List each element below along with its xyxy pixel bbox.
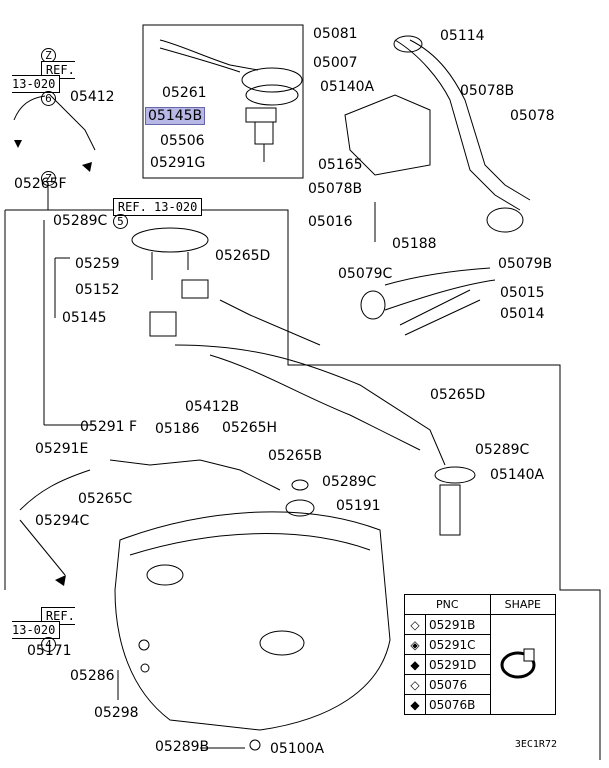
part-05191[interactable]: 05191	[336, 498, 381, 514]
part-05014[interactable]: 05014	[500, 306, 545, 322]
part-05289c-a[interactable]: 05289C	[53, 213, 108, 229]
part-05165[interactable]: 05165	[318, 157, 363, 173]
ref-bottom: REF. 13-020 4	[12, 607, 75, 652]
part-05259[interactable]: 05259	[75, 256, 120, 272]
legend-row: ◇05076	[404, 674, 556, 695]
part-05289c-c[interactable]: 05289C	[322, 474, 377, 490]
part-05114[interactable]: 05114	[440, 28, 485, 44]
part-05015[interactable]: 05015	[500, 285, 545, 301]
part-05506[interactable]: 05506	[160, 133, 205, 149]
legend-pnc[interactable]: 05076	[425, 674, 491, 695]
diamond-open-icon: ◇	[404, 614, 426, 635]
diamond-filled-icon: ◆	[404, 654, 426, 675]
part-05289b[interactable]: 05289B	[155, 739, 210, 755]
part-05298[interactable]: 05298	[94, 705, 139, 721]
part-05286[interactable]: 05286	[70, 668, 115, 684]
part-05261[interactable]: 05261	[162, 85, 207, 101]
part-05078[interactable]: 05078	[510, 108, 555, 124]
part-05265d-b[interactable]: 05265D	[430, 387, 486, 403]
part-05289c-b[interactable]: 05289C	[475, 442, 530, 458]
legend-col-pnc: PNC	[404, 594, 491, 615]
shape-legend-table: PNC SHAPE ◇05291B◈05291C◆05291D◇05076◆05…	[404, 594, 557, 715]
part-05081[interactable]: 05081	[313, 26, 358, 42]
part-05078b-a[interactable]: 05078B	[460, 83, 515, 99]
part-05412b[interactable]: 05412B	[185, 399, 240, 415]
legend-row: ◇05291B	[404, 614, 557, 715]
part-05294c[interactable]: 05294C	[35, 513, 90, 529]
part-05265d-a[interactable]: 05265D	[215, 248, 271, 264]
ref-z-marker: Z	[12, 157, 56, 200]
part-05145[interactable]: 05145	[62, 310, 107, 326]
diagram-code: 3EC1R72	[514, 739, 557, 750]
part-05078b-b[interactable]: 05078B	[308, 181, 363, 197]
part-05016[interactable]: 05016	[308, 214, 353, 230]
part-05291f[interactable]: 05291 F	[80, 419, 138, 435]
legend-pnc[interactable]: 05291B	[425, 614, 491, 635]
part-05265f[interactable]: 05265F	[14, 176, 67, 192]
part-05291e[interactable]: 05291E	[35, 441, 89, 457]
diamond-half-icon: ◈	[404, 634, 426, 655]
part-05007[interactable]: 05007	[313, 55, 358, 71]
part-05152[interactable]: 05152	[75, 282, 120, 298]
legend-col-shape: SHAPE	[489, 594, 557, 615]
part-05186[interactable]: 05186	[155, 421, 200, 437]
part-05100a[interactable]: 05100A	[270, 741, 325, 757]
part-05079b[interactable]: 05079B	[498, 256, 553, 272]
part-05265c[interactable]: 05265C	[78, 491, 133, 507]
ref-top: Z REF. 13-020 6	[12, 48, 75, 106]
part-05171[interactable]: 05171	[27, 643, 72, 659]
legend-pnc[interactable]: 05076B	[425, 694, 491, 715]
legend-pnc[interactable]: 05291D	[425, 654, 491, 675]
part-05412[interactable]: 05412	[70, 89, 115, 105]
part-05140a-mid[interactable]: 05140A	[490, 467, 545, 483]
diamond-filled-cross-icon: ◆	[404, 694, 426, 715]
part-05140a-top[interactable]: 05140A	[320, 79, 375, 95]
part-05265h[interactable]: 05265H	[222, 420, 278, 436]
part-05188[interactable]: 05188	[392, 236, 437, 252]
part-05291g[interactable]: 05291G	[150, 155, 206, 171]
legend-body: ◇05291B◈05291C◆05291D◇05076◆05076B	[404, 614, 557, 715]
diamond-cross-icon: ◇	[404, 674, 426, 695]
legend-pnc[interactable]: 05291C	[425, 634, 491, 655]
legend-header: PNC SHAPE	[404, 594, 557, 615]
legend-row: ◆05076B	[404, 694, 556, 715]
hose-clamp-icon	[489, 614, 557, 715]
part-05145b[interactable]: 05145B	[144, 107, 206, 125]
part-05079c[interactable]: 05079C	[338, 266, 393, 282]
ref-mid: REF. 13-020 5	[84, 186, 203, 243]
part-05265b[interactable]: 05265B	[268, 448, 323, 464]
